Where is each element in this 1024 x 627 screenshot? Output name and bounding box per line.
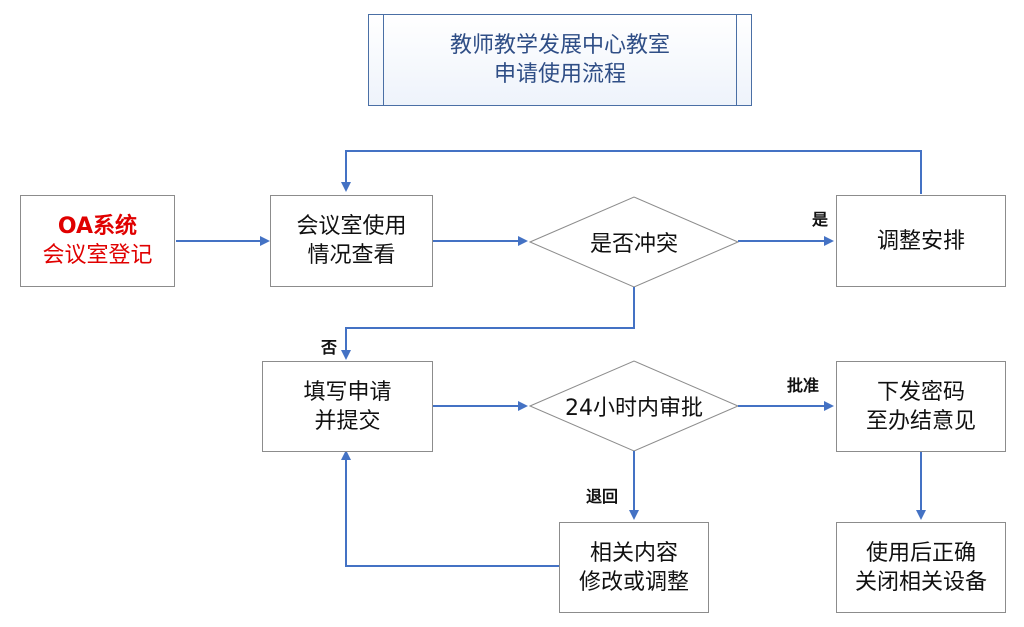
arrow-conflict-no-to-fill: [341, 287, 635, 360]
arrow-modify-back-to-fill: [341, 450, 559, 567]
modify-content-line-1: 相关内容: [589, 540, 678, 566]
title-box: 教师教学发展中心教室 申请使用流程: [368, 14, 752, 106]
modify-content-box: 相关内容 修改或调整: [559, 522, 709, 613]
meeting-room-register-label: 会议室登记: [42, 243, 153, 268]
check-usage-line-1: 会议室使用: [296, 214, 407, 239]
title-inner-border-left: [383, 15, 384, 105]
fill-application-line-2: 并提交: [314, 408, 381, 434]
edge-label-yes: 是: [812, 210, 829, 229]
adjust-text: 调整安排: [876, 228, 965, 254]
title-inner-border-right: [736, 15, 737, 105]
issue-password-line-2: 至办结意见: [865, 408, 976, 434]
close-equipment-line-1: 使用后正确: [865, 540, 976, 566]
oa-system-box: OA系统 会议室登记: [20, 195, 175, 287]
edge-label-returned: 退回: [586, 487, 619, 506]
conflict-text: 是否冲突: [589, 232, 678, 257]
oa-system-label: OA系统: [57, 214, 138, 239]
issue-password-line-1: 下发密码: [876, 379, 965, 405]
close-equipment-box: 使用后正确 关闭相关设备: [836, 522, 1006, 613]
edge-label-approved: 批准: [787, 376, 820, 395]
title-line-1: 教师教学发展中心教室: [449, 33, 670, 58]
check-usage-line-2: 情况查看: [307, 243, 396, 268]
modify-content-line-2: 修改或调整: [578, 569, 689, 595]
approve-decision-label: 24小时内审批: [548, 386, 720, 426]
fill-application-line-1: 填写申请: [303, 379, 392, 405]
close-equipment-line-2: 关闭相关设备: [854, 569, 987, 595]
check-usage-box: 会议室使用 情况查看: [270, 195, 433, 287]
fill-application-box: 填写申请 并提交: [262, 361, 433, 452]
arrow-adjust-back-to-check: [341, 150, 922, 194]
conflict-decision-label: 是否冲突: [560, 222, 708, 262]
issue-password-box: 下发密码 至办结意见: [836, 361, 1006, 452]
edge-label-no: 否: [321, 338, 338, 357]
approve-text: 24小时内审批: [565, 396, 703, 421]
adjust-arrangement-box: 调整安排: [836, 195, 1006, 287]
title-line-2: 申请使用流程: [493, 62, 626, 87]
